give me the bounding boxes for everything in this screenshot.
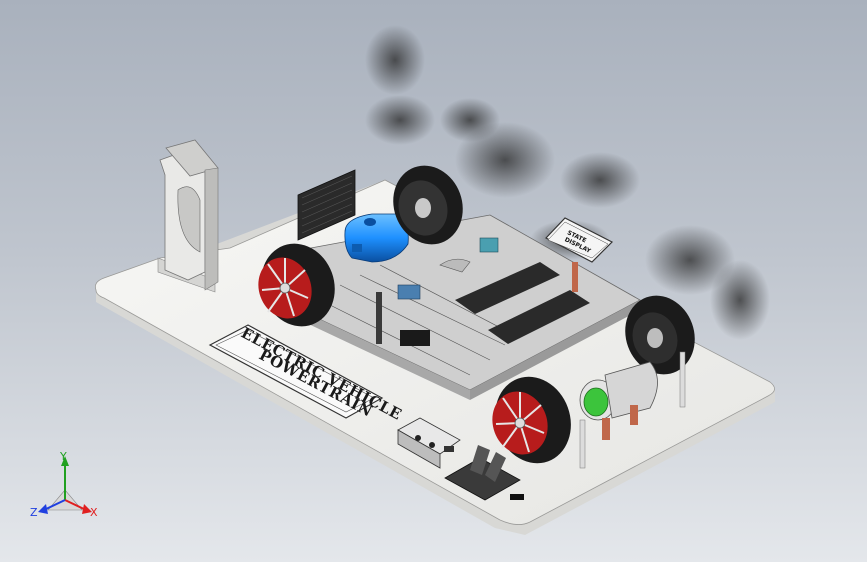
dashboard-console[interactable] [397, 417, 461, 469]
control-boards[interactable] [376, 237, 590, 346]
pedal-assembly[interactable] [444, 445, 521, 501]
drive-motor[interactable] [579, 361, 658, 421]
x-axis-label: X [90, 506, 98, 519]
wheel-rear-left[interactable] [614, 286, 705, 384]
wheel-rear-right[interactable] [382, 156, 473, 254]
z-axis-line [43, 499, 66, 511]
support-stand[interactable] [579, 351, 686, 469]
wheel-front-left[interactable] [250, 233, 346, 337]
z-axis-label: Z [30, 506, 38, 519]
electric-motor[interactable] [344, 213, 409, 263]
radiator[interactable] [297, 169, 356, 241]
coordinate-triad[interactable]: Y X Z [30, 450, 98, 519]
charging-station[interactable] [157, 139, 219, 293]
state-display-stand[interactable]: STATE DISPLAY [545, 217, 614, 292]
wheel-front-right[interactable] [483, 366, 583, 474]
y-axis-label: Y [59, 450, 67, 463]
serial-tag [510, 494, 524, 500]
x-axis-line [64, 499, 87, 511]
